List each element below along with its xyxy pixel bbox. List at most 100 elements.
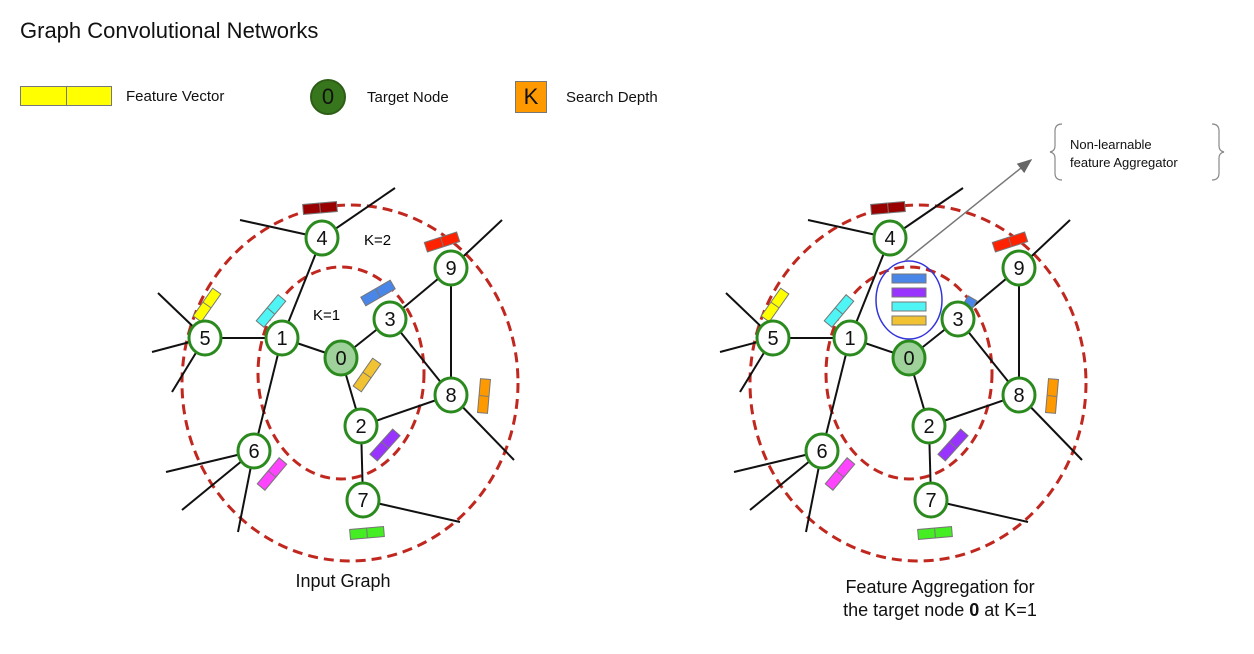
- aggregator-note-line1: Non-learnable: [1070, 137, 1152, 152]
- feature-vector-divider: [948, 441, 958, 449]
- feature-vector-swatch: [20, 86, 112, 106]
- node-label: 7: [925, 490, 936, 512]
- node-circle: [187, 319, 223, 357]
- feature-vector-8: [476, 378, 492, 414]
- feature-vector-divider: [1007, 237, 1013, 247]
- node-label: 2: [355, 416, 366, 438]
- feature-vector-divider: [366, 527, 368, 539]
- ring-label-k2: K=2: [364, 232, 391, 249]
- node-circle: [872, 219, 908, 257]
- node-circle: [940, 300, 976, 338]
- node-label: 6: [248, 441, 259, 463]
- node-circle: [911, 407, 947, 445]
- node-label: 8: [1013, 385, 1024, 407]
- caption-suffix: at K=1: [979, 600, 1037, 621]
- aggregator-arrow: [904, 159, 1033, 262]
- node-8: 8: [1001, 376, 1037, 414]
- aggregated-feature-3: [891, 315, 927, 326]
- node-6: 6: [804, 432, 840, 470]
- node-label: 0: [903, 348, 914, 370]
- feature-vector-1: [823, 294, 855, 328]
- ring-k1: [824, 265, 994, 481]
- feature-vector-6: [256, 457, 288, 491]
- input-graph: 0 1 2 3 4 5 6 7 8 9K=1 K=2: [151, 187, 520, 563]
- feature-vector-0: [352, 357, 382, 393]
- target-node-swatch: 0: [310, 79, 346, 115]
- feature-vector-7: [917, 525, 953, 541]
- node-label: 6: [816, 441, 827, 463]
- node-circle: [891, 339, 927, 377]
- feature-vector-3: [360, 279, 396, 307]
- node-circle: [236, 432, 272, 470]
- aggregator-ellipse: [875, 260, 943, 340]
- node-circle: [755, 319, 791, 357]
- node-label: 5: [199, 328, 210, 350]
- node-label: 1: [844, 328, 855, 350]
- node-5: 5: [755, 319, 791, 357]
- search-depth-swatch: K: [515, 81, 547, 113]
- node-label: 1: [276, 328, 287, 350]
- node-label: 7: [357, 490, 368, 512]
- feature-vector-divider: [835, 470, 845, 478]
- feature-vector-8: [1044, 378, 1060, 414]
- feature-vector-divider: [934, 527, 936, 539]
- aggregator-note-line2: feature Aggregator: [1070, 155, 1178, 171]
- node-circle: [323, 339, 359, 377]
- caption-feature-aggregation: Feature Aggregation for the target node …: [800, 576, 1080, 623]
- feature-vector-divider: [362, 371, 372, 379]
- caption-bold-node: 0: [969, 600, 980, 621]
- node-9: 9: [1001, 249, 1037, 287]
- feature-vector-divider: [478, 395, 490, 397]
- feature-vector-4: [302, 200, 338, 216]
- node-7: 7: [345, 481, 381, 519]
- node-circle: [345, 481, 381, 519]
- feature-vector-divider: [266, 307, 276, 315]
- node-label: 9: [445, 258, 456, 280]
- legend-target-node-label: Target Node: [367, 88, 449, 106]
- caption-prefix: the target node: [843, 600, 970, 621]
- node-label: 9: [1013, 258, 1024, 280]
- caption-line1: Feature Aggregation for: [845, 577, 1035, 597]
- page-title: Graph Convolutional Networks: [20, 18, 319, 43]
- feature-vector-4: [870, 200, 906, 216]
- feature-vector-5: [760, 287, 790, 323]
- node-4: 4: [304, 219, 340, 257]
- node-label: 8: [445, 385, 456, 407]
- edge-1-6: [253, 337, 283, 452]
- node-circle: [264, 319, 300, 357]
- aggregated-feature-1: [891, 287, 927, 298]
- feature-vector-divider: [834, 307, 844, 315]
- node-circle: [304, 219, 340, 257]
- feature-vector-divider: [380, 441, 390, 449]
- node-1: 1: [264, 319, 300, 357]
- caption-input-graph: Input Graph: [295, 571, 391, 591]
- ring-k2: [748, 203, 1088, 563]
- node-3: 3: [372, 300, 408, 338]
- node-8: 8: [433, 376, 469, 414]
- ring-label-k1: K=1: [313, 307, 340, 324]
- node-circle: [433, 376, 469, 414]
- caption-line2: the target node 0 at K=1: [800, 599, 1080, 622]
- node-label: 3: [952, 309, 963, 331]
- node-0: 0: [323, 339, 359, 377]
- feature-vector-divider: [375, 288, 381, 298]
- node-3: 3: [940, 300, 976, 338]
- ring-k2: [180, 203, 520, 563]
- legend-search-depth: K Search Depth: [515, 81, 658, 113]
- feature-vector-divider: [267, 470, 277, 478]
- node-circle: [913, 481, 949, 519]
- node-label: 3: [384, 309, 395, 331]
- left-brace-icon: [1049, 123, 1063, 181]
- node-5: 5: [187, 319, 223, 357]
- feature-vector-9: [423, 231, 461, 253]
- aggregated-feature-0: [891, 273, 927, 284]
- legend-target-node: 0 Target Node: [310, 79, 449, 115]
- feature-vector-7: [349, 525, 385, 541]
- node-6: 6: [236, 432, 272, 470]
- feature-aggregator: [875, 123, 1225, 340]
- node-label: 0: [335, 348, 346, 370]
- node-circle: [433, 249, 469, 287]
- right-brace-icon: [1211, 123, 1225, 181]
- feature-vector-divider: [887, 202, 889, 214]
